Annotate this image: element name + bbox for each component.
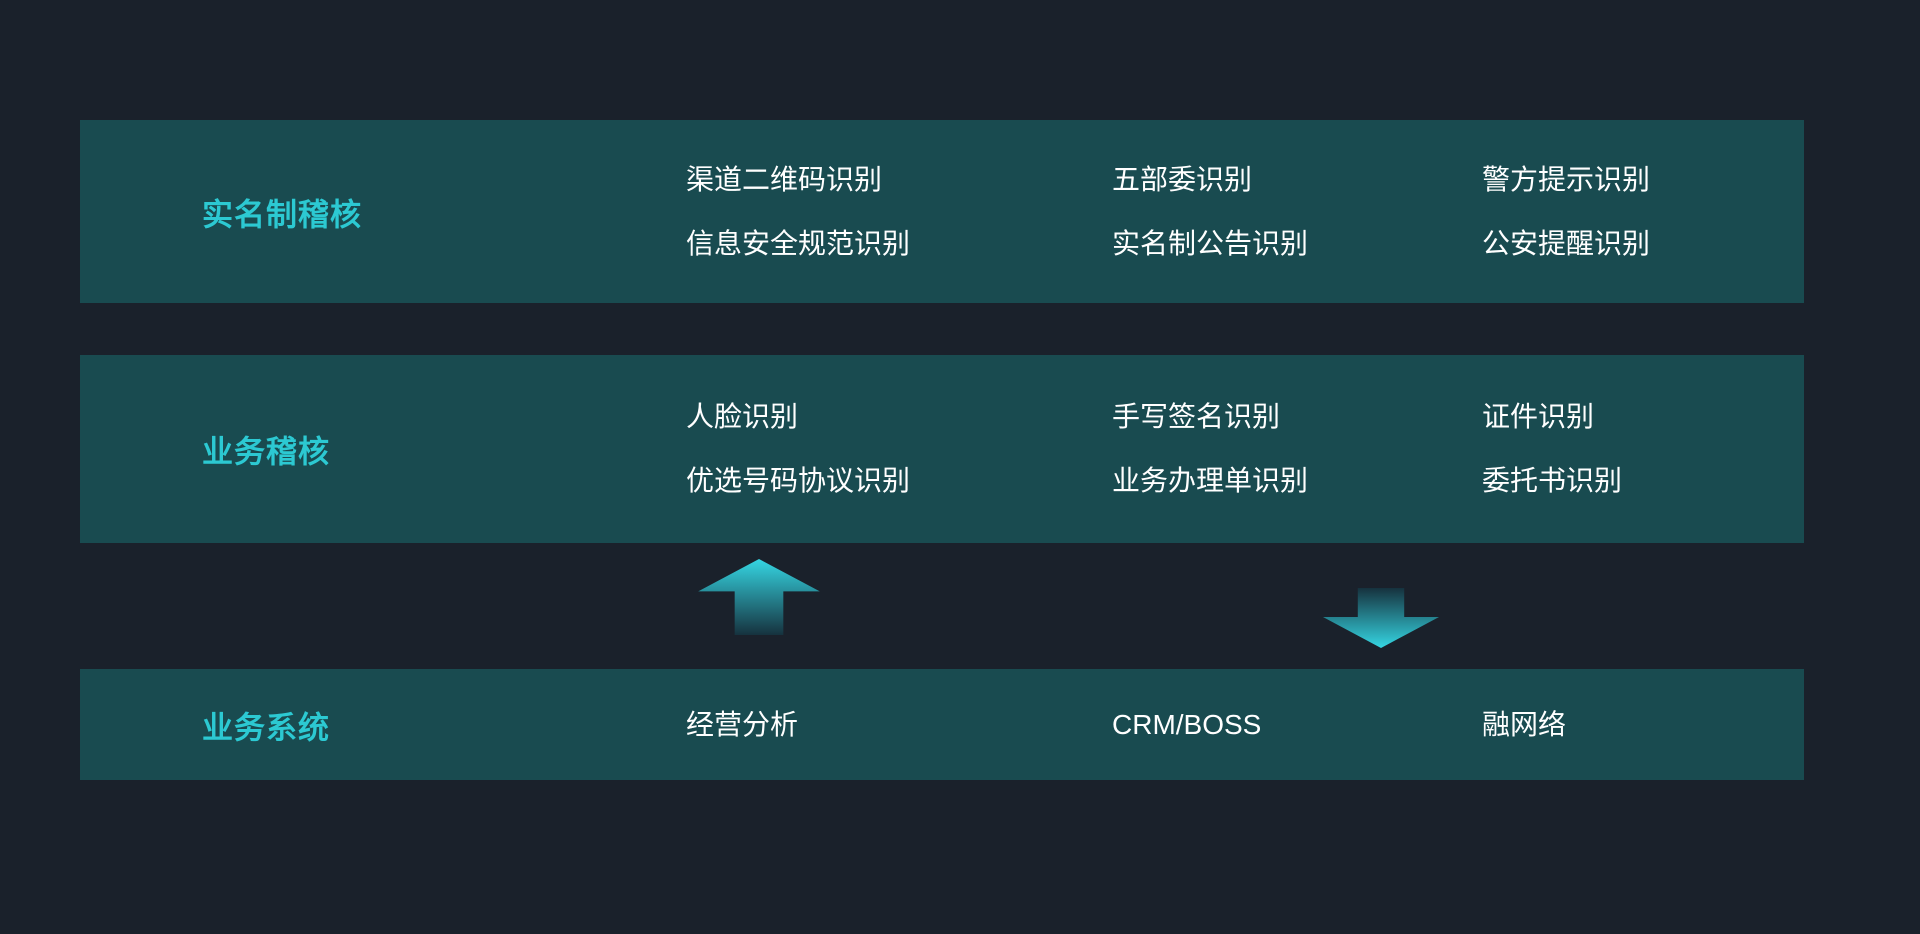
band1-column-3: 警方提示识别 公安提醒识别	[1482, 120, 1650, 303]
band-label-business-audit: 业务稽核	[202, 434, 330, 470]
band-label-business-system: 业务系统	[202, 710, 330, 745]
band1-column-1: 渠道二维码识别 信息安全规范识别	[686, 120, 910, 303]
system-item: 融网络	[1482, 708, 1567, 740]
system-item: 经营分析	[686, 708, 799, 740]
band3-column-2: CRM/BOSS	[1112, 669, 1261, 780]
feature-item: 证件识别	[1482, 401, 1595, 432]
feature-item: 渠道二维码识别	[686, 163, 883, 195]
feature-item: 五部委识别	[1112, 163, 1253, 195]
feature-item: 人脸识别	[686, 401, 799, 432]
system-item: CRM/BOSS	[1112, 708, 1262, 740]
band-business-system: 业务系统 经营分析 CRM/BOSS 融网络	[80, 669, 1804, 780]
band2-column-1: 人脸识别 优选号码协议识别	[686, 355, 910, 543]
band1-column-2: 五部委识别 实名制公告识别	[1112, 120, 1308, 303]
feature-item: 公安提醒识别	[1482, 227, 1651, 259]
band-business-audit: 业务稽核 人脸识别 优选号码协议识别 手写签名识别 业务办理单识别 证件识别 委…	[80, 355, 1804, 543]
down-arrow-icon	[1323, 586, 1439, 650]
feature-item: 业务办理单识别	[1112, 465, 1309, 496]
band-realname-audit: 实名制稽核 渠道二维码识别 信息安全规范识别 五部委识别 实名制公告识别 警方提…	[80, 120, 1804, 303]
feature-item: 优选号码协议识别	[686, 465, 911, 496]
feature-item: 手写签名识别	[1112, 401, 1281, 432]
feature-item: 委托书识别	[1482, 465, 1623, 496]
band3-column-3: 融网络	[1482, 669, 1566, 780]
band2-column-2: 手写签名识别 业务办理单识别	[1112, 355, 1308, 543]
band3-column-1: 经营分析	[686, 669, 798, 780]
band2-column-3: 证件识别 委托书识别	[1482, 355, 1622, 543]
feature-item: 警方提示识别	[1482, 163, 1651, 195]
feature-item: 信息安全规范识别	[686, 227, 911, 259]
feature-item: 实名制公告识别	[1112, 227, 1309, 259]
band-label-realname-audit: 实名制稽核	[202, 197, 362, 232]
up-arrow-icon	[698, 559, 820, 635]
